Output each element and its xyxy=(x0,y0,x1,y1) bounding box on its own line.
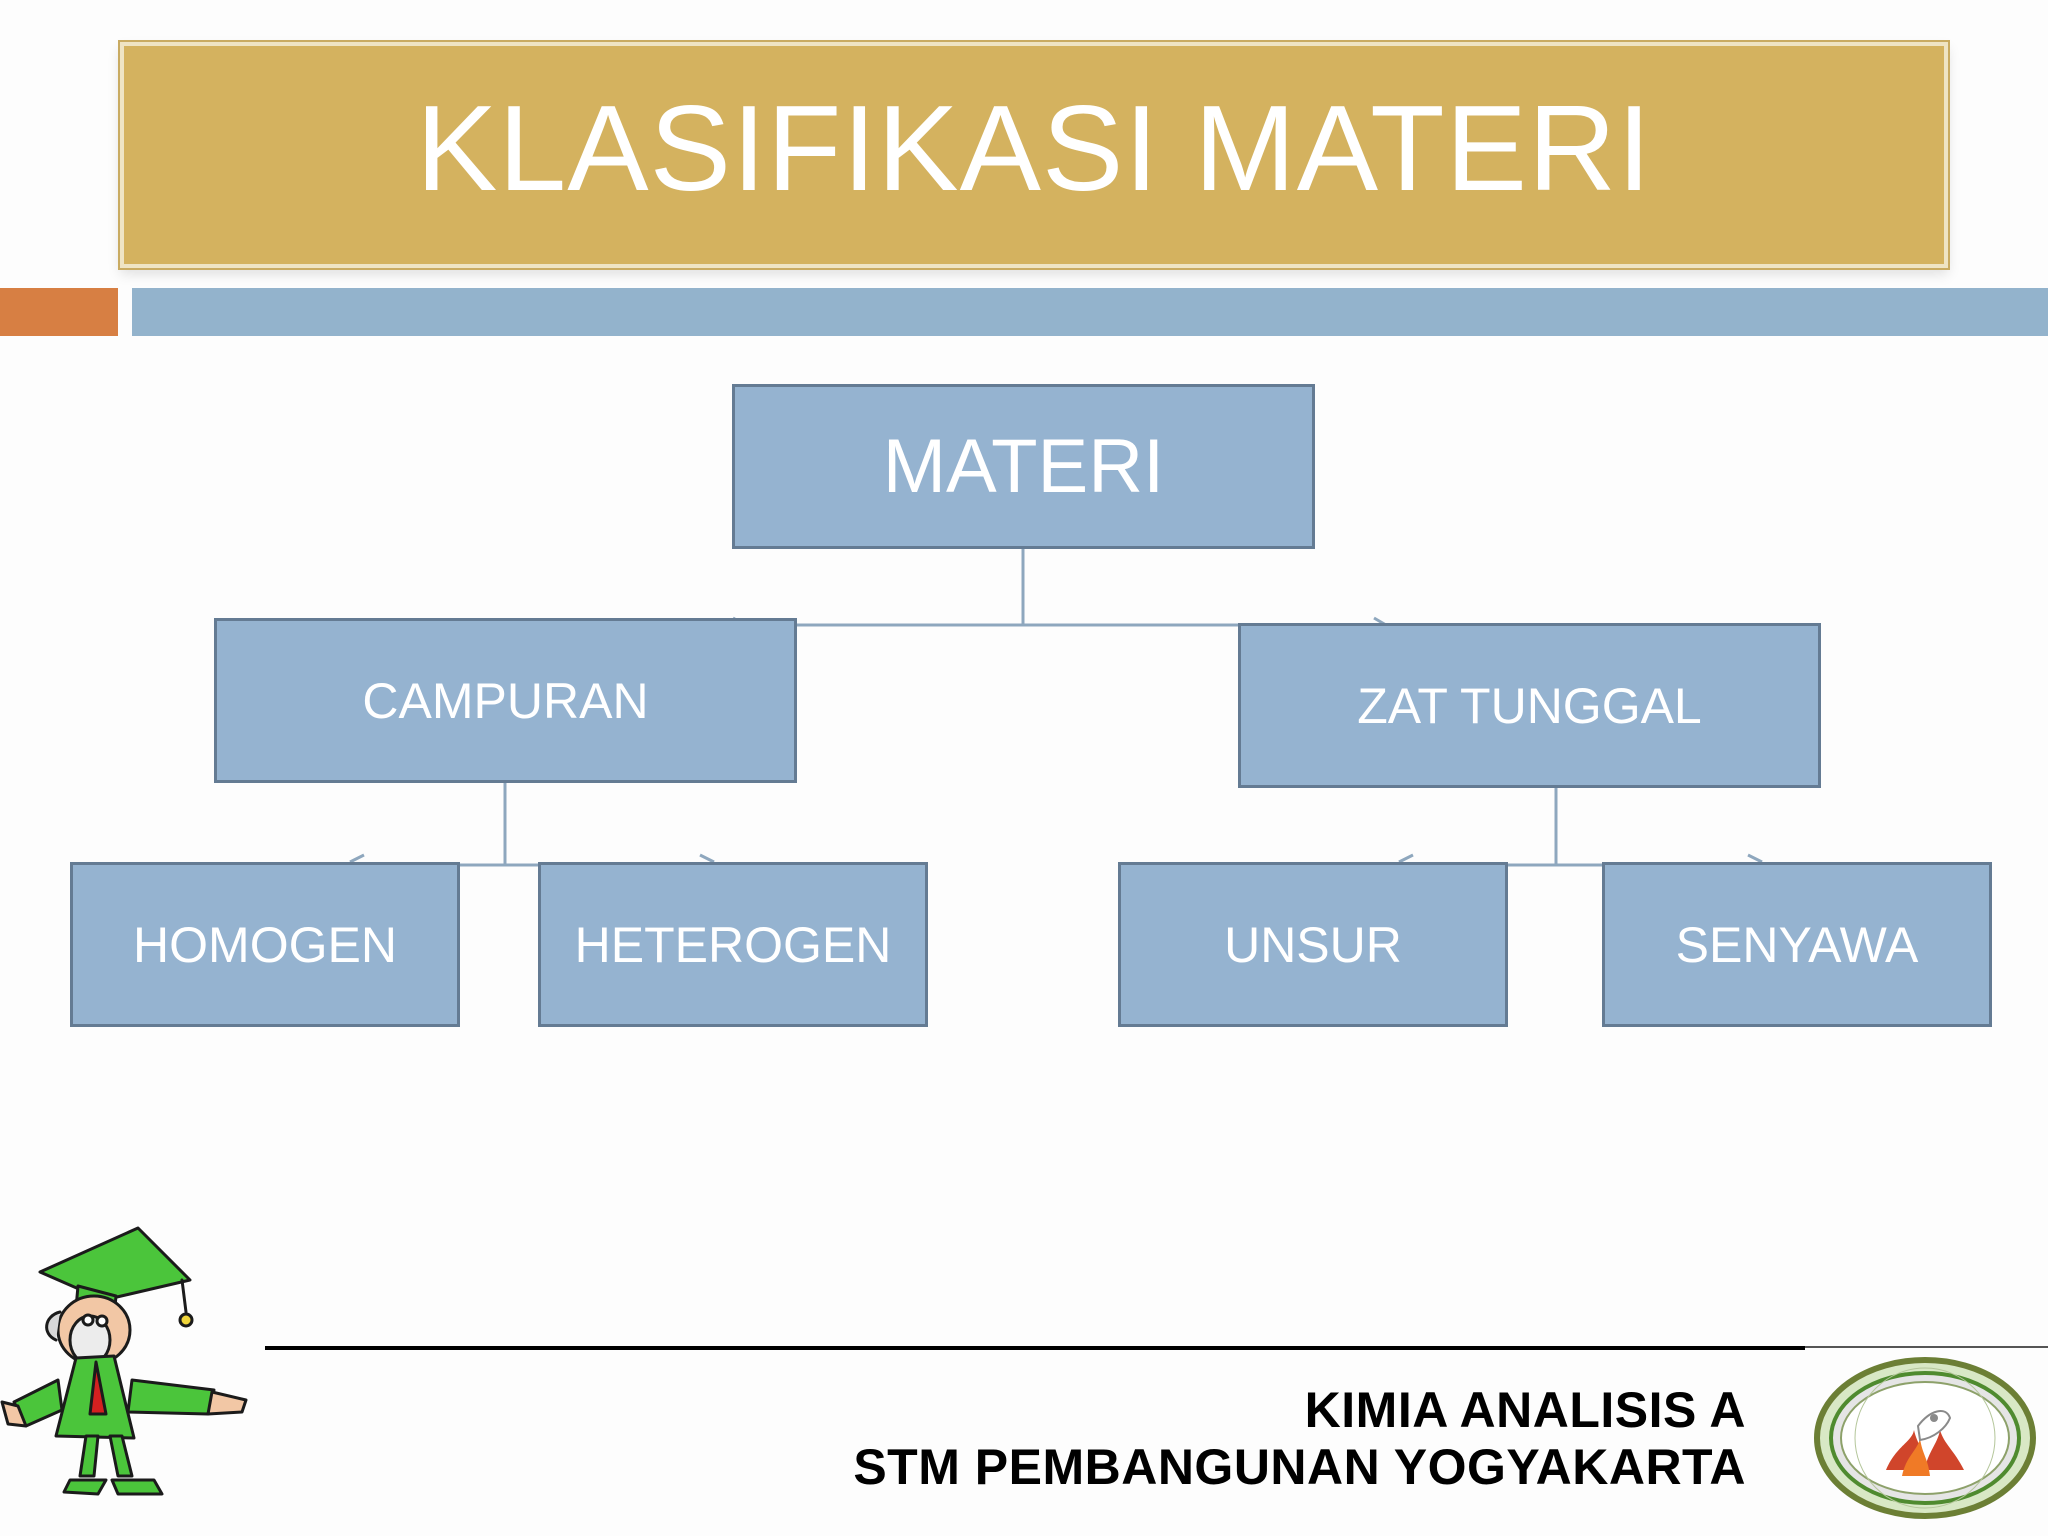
title-banner: KLASIFIKASI MATERI xyxy=(120,42,1948,268)
arrowhead-homogen xyxy=(349,853,365,864)
diagram-node-homogen: HOMOGEN xyxy=(70,862,460,1027)
diagram-node-zat-tunggal: ZAT TUNGGAL xyxy=(1238,623,1821,788)
slide-title: KLASIFIKASI MATERI xyxy=(415,80,1653,216)
footer-divider-right xyxy=(1805,1346,2048,1348)
diagram-node-materi: MATERI xyxy=(732,384,1315,549)
school-emblem-icon xyxy=(1802,1346,2048,1528)
diagram-node-unsur: UNSUR xyxy=(1118,862,1508,1027)
footer-text-block: KIMIA ANALISIS A STM PEMBANGUNAN YOGYAKA… xyxy=(853,1382,1746,1495)
blue-accent-bar xyxy=(132,288,2048,336)
orange-accent-bar xyxy=(0,288,118,336)
diagram-node-senyawa: SENYAWA xyxy=(1602,862,1992,1027)
arrowhead-senyawa xyxy=(1747,853,1763,864)
footer-divider-main xyxy=(265,1346,1805,1350)
arrowhead-unsur xyxy=(1398,853,1414,864)
diagram-node-campuran: CAMPURAN xyxy=(214,618,797,783)
arrowhead-heterogen xyxy=(699,853,715,864)
graduate-character-icon xyxy=(0,1188,260,1514)
diagram-node-heterogen: HETEROGEN xyxy=(538,862,928,1027)
footer-course-name: KIMIA ANALISIS A xyxy=(1304,1382,1746,1438)
footer-school-name: STM PEMBANGUNAN YOGYAKARTA xyxy=(853,1438,1746,1495)
